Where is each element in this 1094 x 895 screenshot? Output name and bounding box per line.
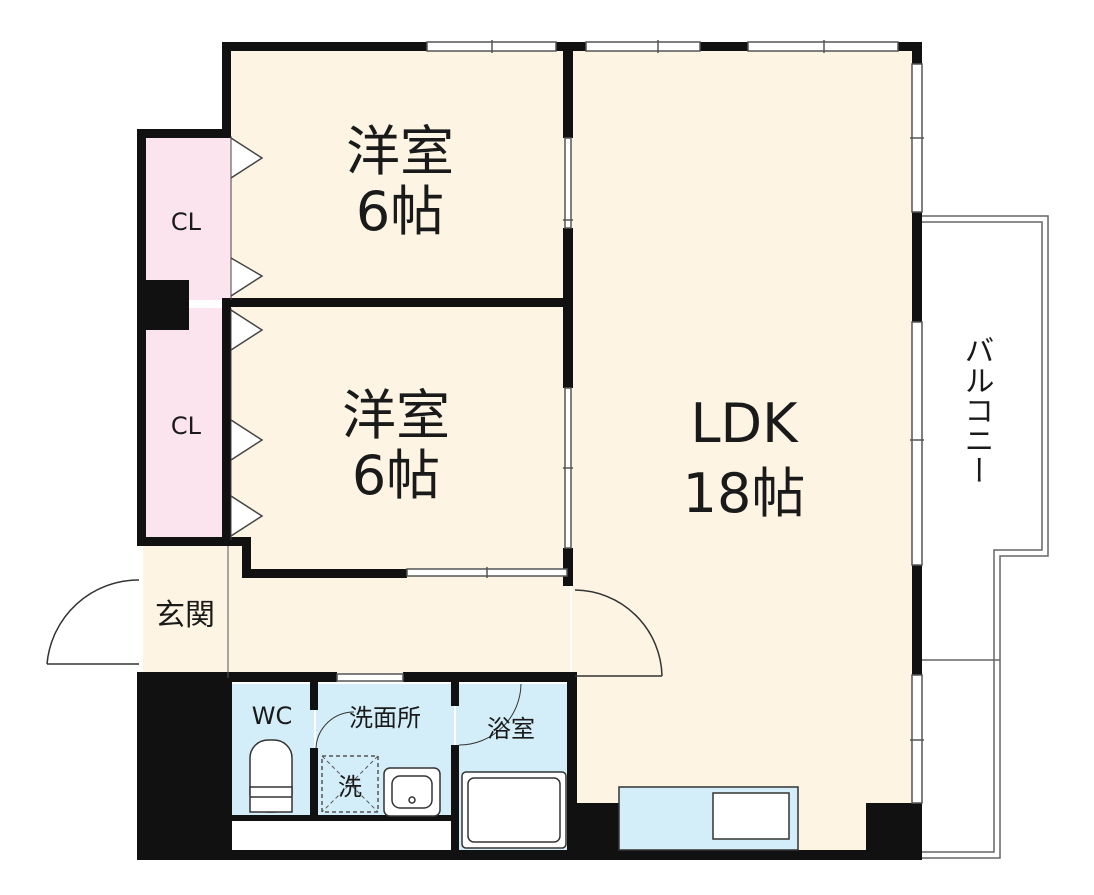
laundry-label: 洗 (338, 773, 362, 801)
washroom-label: 洗面所 (349, 704, 421, 732)
ldk-floor (572, 48, 917, 854)
balcony-label: バルコニー (959, 335, 994, 485)
washbasin-fixture (383, 767, 441, 817)
bathroom-label: 浴室 (487, 715, 535, 743)
closet1-floor (143, 136, 231, 300)
walls (137, 42, 922, 860)
swing-doors (46, 579, 663, 749)
closet-doors (230, 137, 264, 537)
toilet-label: WC (252, 702, 293, 730)
kitchen-counter (618, 786, 799, 851)
closet2-floor (143, 308, 231, 540)
bedroom1-size: 6帖 (356, 180, 444, 243)
bedroom1-name: 洋室 (346, 120, 454, 183)
bedroom2-name: 洋室 (342, 384, 450, 447)
ldk-size: 18帖 (683, 462, 806, 525)
closet1-label: CL (171, 208, 202, 236)
bedroom2-floor (230, 305, 570, 573)
ldk-name: LDK (690, 392, 799, 455)
closet2-label: CL (171, 412, 202, 440)
bedroom2-size: 6帖 (352, 444, 440, 507)
bathtub-fixture (461, 771, 567, 849)
toilet-fixture (249, 739, 293, 813)
entrance-hall-floor (143, 545, 570, 678)
balcony (922, 215, 1049, 859)
bedroom1-floor (230, 48, 570, 302)
entrance-label: 玄関 (155, 598, 215, 633)
washing-machine-space (321, 755, 379, 813)
